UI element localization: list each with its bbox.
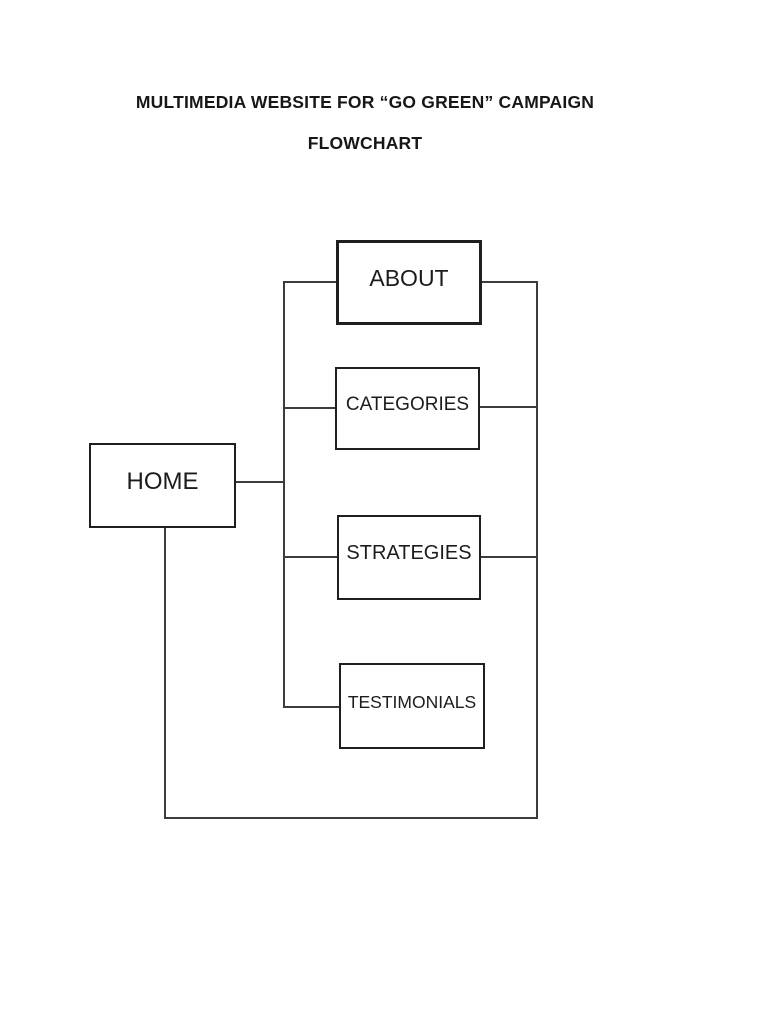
flowchart-node-testimonials-label: TESTIMONIALS [347,691,477,712]
connector-bottom-return [164,817,538,819]
flowchart-node-categories: CATEGORIES [335,367,480,450]
connector-trunk-to-strategies [283,556,337,558]
flowchart-node-strategies-label: STRATEGIES [346,542,472,564]
connector-home-bottom [164,528,166,819]
document-subtitle: FLOWCHART [307,133,423,153]
flowchart-node-testimonials: TESTIMONIALS [339,663,485,749]
flowchart-node-about-label: ABOUT [369,265,449,291]
connector-right-trunk [536,281,538,819]
connector-trunk-to-about [283,281,336,283]
connector-left-trunk [283,281,285,708]
connector-trunk-to-categories [283,407,335,409]
connector-home-to-trunk [236,481,285,483]
connector-trunk-to-testimonials [283,706,339,708]
flowchart-node-strategies: STRATEGIES [337,515,481,600]
flowchart-node-home: HOME [89,443,236,528]
flowchart-node-categories-label: CATEGORIES [345,393,470,415]
document-title: MULTIMEDIA WEBSITE FOR “GO GREEN” CAMPAI… [135,92,595,112]
connector-about-to-right-trunk [482,281,538,283]
connector-categories-to-right-trunk [480,406,538,408]
connector-strategies-to-right-trunk [481,556,538,558]
flowchart-node-about: ABOUT [336,240,482,325]
flowchart-node-home-label: HOME [126,467,199,495]
